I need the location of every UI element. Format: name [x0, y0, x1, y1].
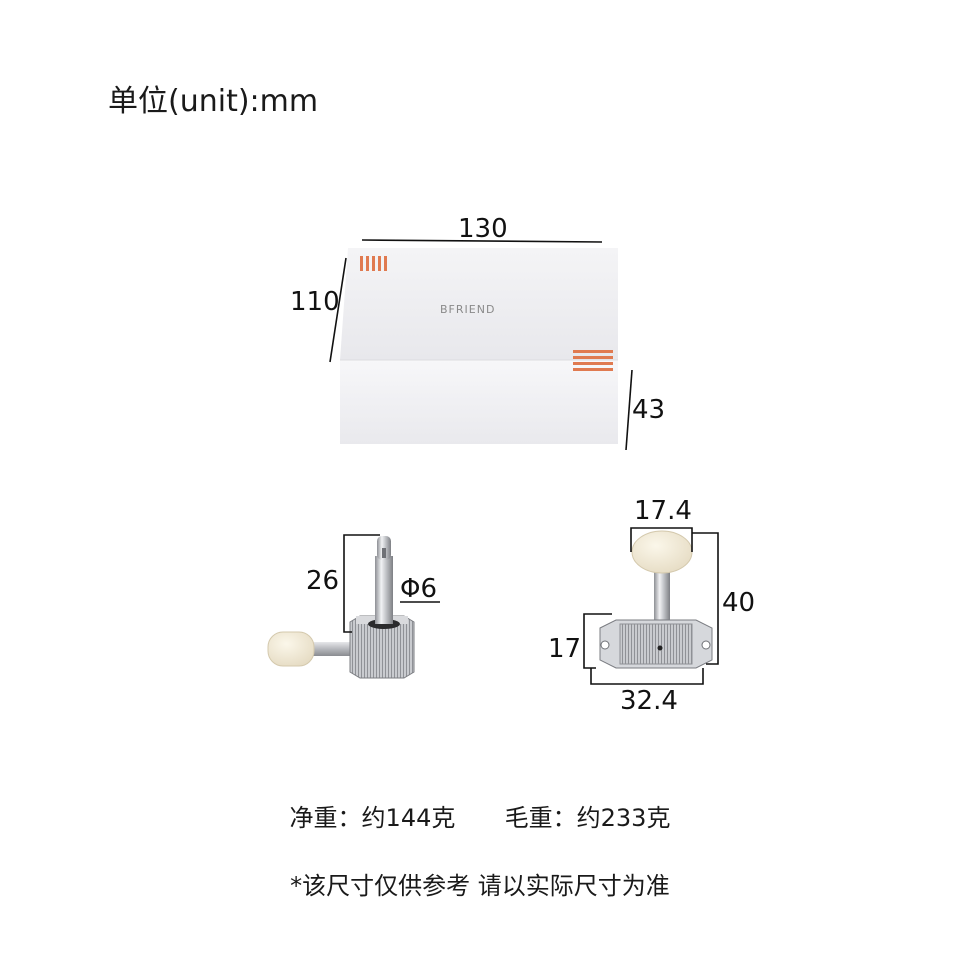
label-box-width: 130 [458, 214, 508, 244]
tuner-button-side [267, 631, 315, 667]
label-plate-height: 17 [548, 634, 582, 664]
gross-weight: 毛重：约233克 [504, 804, 671, 832]
dim-line-post-height [343, 534, 380, 633]
dim-line-total-height [692, 532, 719, 665]
dim-line-box-height [625, 369, 633, 451]
disclaimer-note: *该尺寸仅供参考 请以实际尺寸为准 [290, 872, 670, 900]
label-box-height: 43 [632, 395, 666, 425]
label-total-height: 40 [722, 588, 756, 618]
weights-line: 净重：约144克 毛重：约233克 [0, 798, 960, 833]
dim-line-box-width [361, 239, 603, 243]
unit-title: 单位(unit):mm [108, 84, 319, 119]
label-box-depth: 110 [290, 287, 340, 317]
box-brand-logo: BFRIEND [440, 303, 495, 316]
label-post-diameter: Φ6 [400, 574, 438, 604]
tuner-button-front [631, 530, 693, 574]
box-stripes-right [573, 350, 613, 371]
label-button-width: 17.4 [634, 496, 692, 526]
dim-line-box-depth [329, 257, 347, 363]
gift-box: BFRIEND [340, 248, 618, 444]
tuner-front-view [599, 530, 713, 669]
dim-line-plate-height [583, 613, 612, 669]
box-top-face [340, 248, 618, 360]
label-post-height: 26 [306, 566, 340, 596]
box-front-face [340, 360, 618, 444]
box-stripes-top-left [360, 256, 387, 271]
label-plate-width: 32.4 [620, 686, 678, 716]
net-weight: 净重：约144克 [289, 804, 456, 832]
dim-line-button-width [630, 527, 693, 552]
dim-line-plate-width [590, 668, 704, 685]
tuner-side-view [267, 536, 415, 679]
